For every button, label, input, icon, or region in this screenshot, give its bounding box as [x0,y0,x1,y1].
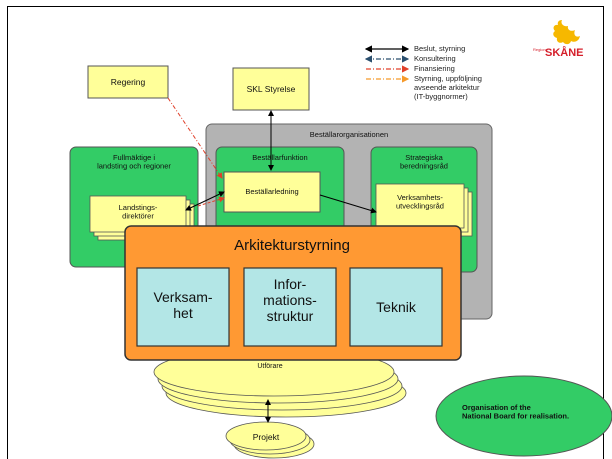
bestallarledning-box [223,171,321,213]
skl-styrelse-label: SKL Styrelse [247,84,296,94]
arrow-fullmaktige-finansiering [197,196,225,207]
legend-label-beslut: Beslut, styrning [414,44,466,53]
verksamhets-label: Verksamhets-utvecklingsråd [396,193,444,211]
utforare-label: Utförare [257,363,282,370]
legend-label-finansiering: Finansiering [414,64,455,73]
teknik-label: Teknik [376,299,417,315]
informationsstruktur-box [243,267,337,347]
arrow-landstings-bestallarledning [185,191,225,211]
projekt-label: Projekt [253,432,280,442]
legend [364,45,410,83]
bestallarorganisationen-label: Beställarorganisationen [310,130,388,139]
verksamhet-box [136,267,230,347]
legend-label-styrning: Styrning, uppföljning avseende arkitektu… [414,74,482,101]
bestallarfunktion-label: Beställarfunktion [252,153,307,162]
region-skane-logo [553,20,580,45]
legend-label-konsultering: Konsultering [414,54,456,63]
logo-skane-text: SKÅNE [545,47,584,59]
arrow-bestallarledning-verksamhets [319,194,377,214]
legend-labels: Beslut, styrning Konsultering Finansieri… [357,44,527,124]
griffin-icon [553,20,580,45]
regering-label: Regering [111,77,146,87]
bestallarledning-label: Beställarledning [245,187,298,196]
regering-box [87,65,169,99]
logo-region-text: Region [533,47,546,52]
slide-border [7,6,604,459]
arkitekturstyrning-title: Arkitekturstyrning [234,237,350,254]
diagram-labels: Regering SKL Styrelse Beställarorganisat… [97,77,569,442]
note-ellipse [435,375,612,457]
arrow-regering-finansiering [167,97,223,179]
informationsstruktur-label: Infor-mations-struktur [263,276,317,324]
verksamhets-box [375,183,465,229]
verksamhet-label: Verksam-het [153,289,212,321]
teknik-box [349,267,443,347]
landstings-label: Landstings-direktörer [119,203,158,221]
